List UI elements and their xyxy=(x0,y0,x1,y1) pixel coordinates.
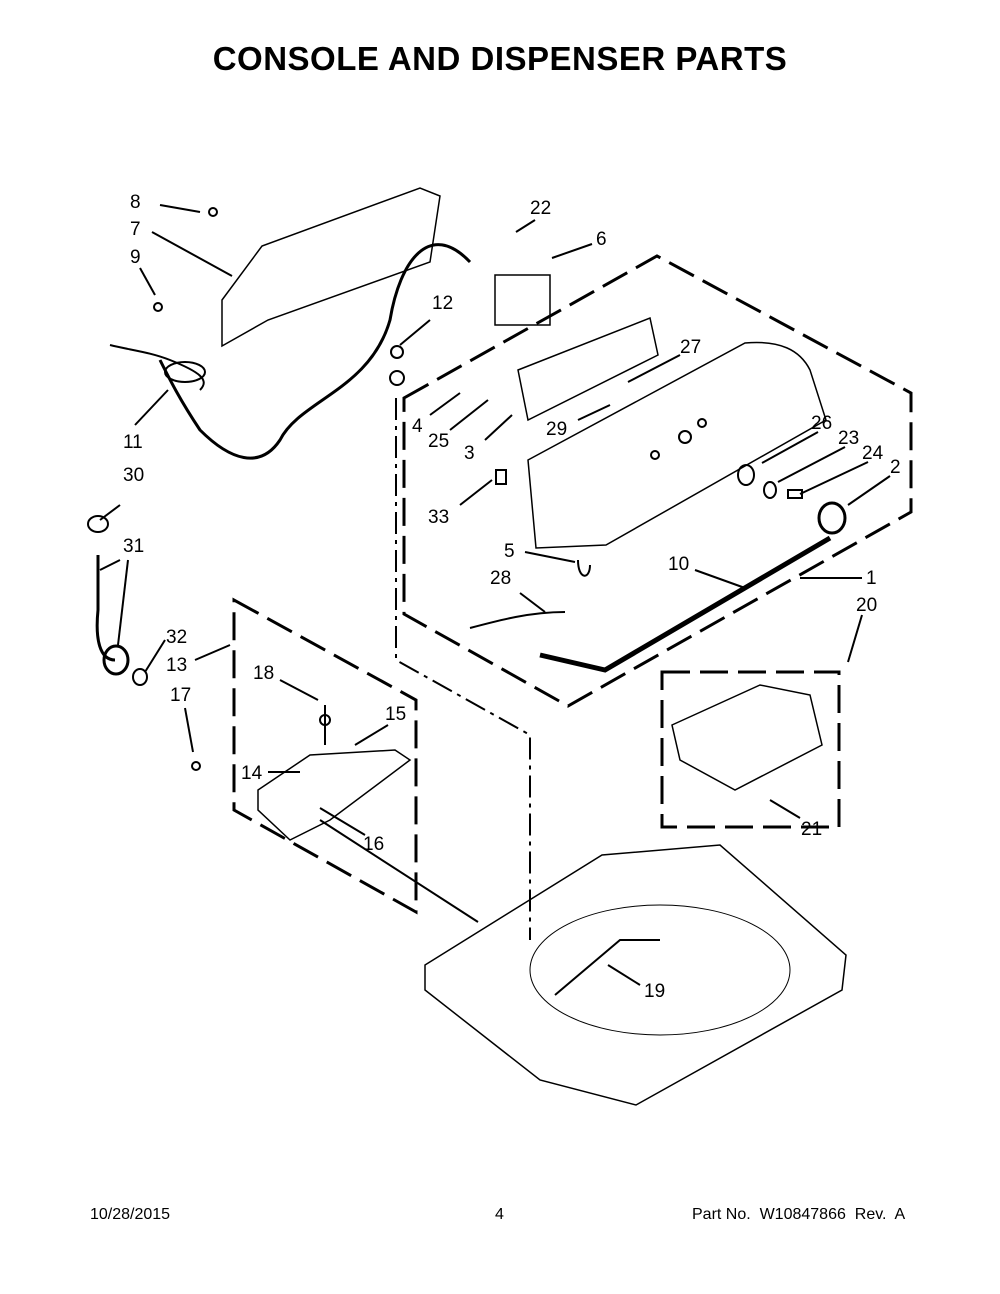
user-interface-part xyxy=(517,316,659,422)
callout-2: 2 xyxy=(890,457,901,478)
callout-27: 27 xyxy=(680,337,701,358)
callout-labels: 8 7 9 11 30 31 32 13 17 12 22 6 27 4 25 … xyxy=(123,192,901,1002)
callout-8: 8 xyxy=(130,192,141,213)
callout-22: 22 xyxy=(530,198,551,219)
callout-11: 11 xyxy=(123,432,143,453)
callout-24: 24 xyxy=(862,443,884,464)
footer-date: 10/28/2015 xyxy=(90,1206,171,1223)
callout-10: 10 xyxy=(668,554,689,575)
water-valve-part xyxy=(257,749,412,841)
screw-12 xyxy=(390,345,404,359)
callout-17: 17 xyxy=(170,685,191,706)
callout-28: 28 xyxy=(490,568,511,589)
callout-15: 15 xyxy=(385,704,406,725)
control-board-part xyxy=(494,274,551,326)
console-part xyxy=(527,341,827,549)
callout-30: 30 xyxy=(123,465,144,486)
callout-20: 20 xyxy=(856,595,877,616)
leader-lines xyxy=(99,204,891,986)
callout-32: 32 xyxy=(166,627,187,648)
callout-12: 12 xyxy=(432,293,453,314)
callout-31: 31 xyxy=(123,536,144,557)
callout-18: 18 xyxy=(253,663,274,684)
page-title: CONSOLE AND DISPENSER PARTS xyxy=(212,40,788,77)
callout-1: 1 xyxy=(866,568,877,589)
callout-3: 3 xyxy=(464,443,475,464)
callout-33: 33 xyxy=(428,507,449,528)
callout-4: 4 xyxy=(412,416,423,437)
callout-21: 21 xyxy=(801,819,822,840)
callout-29: 29 xyxy=(546,419,567,440)
console-assembly-outline xyxy=(402,254,913,708)
water-valve-outline xyxy=(232,597,418,915)
dispenser-drawer-part xyxy=(671,684,823,791)
callout-13: 13 xyxy=(166,655,187,676)
callout-7: 7 xyxy=(130,219,141,240)
callout-9: 9 xyxy=(130,247,141,268)
callout-16: 16 xyxy=(363,834,384,855)
washer-top-part xyxy=(424,844,847,1106)
wire-harness-part xyxy=(158,243,472,460)
footer-page-number: 4 xyxy=(495,1206,504,1223)
trim-strip-part xyxy=(539,535,832,673)
callout-25: 25 xyxy=(428,431,449,452)
knob-part xyxy=(817,501,847,535)
callout-6: 6 xyxy=(596,229,607,250)
console-dash-dot-line xyxy=(395,398,531,940)
footer-part-number: Part No. W10847866 Rev. A xyxy=(692,1206,906,1223)
rear-panel-part xyxy=(221,187,441,348)
callout-19: 19 xyxy=(644,981,665,1002)
callout-14: 14 xyxy=(241,763,263,784)
callout-23: 23 xyxy=(838,428,859,449)
dispenser-outline xyxy=(660,670,841,829)
callout-26: 26 xyxy=(811,413,832,434)
callout-5: 5 xyxy=(504,541,515,562)
